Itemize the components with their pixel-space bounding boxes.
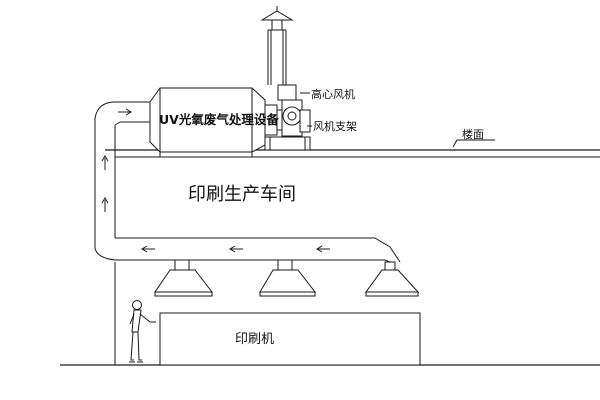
exhaust-hood-3 bbox=[365, 261, 420, 297]
leader-lines bbox=[300, 92, 495, 148]
airflow-arrows bbox=[101, 108, 330, 253]
exhaust-chimney bbox=[260, 6, 294, 85]
centrifugal-fan-label: 高心风机 bbox=[311, 87, 355, 101]
exhaust-hood-2 bbox=[259, 259, 317, 297]
operator-figure bbox=[129, 300, 156, 363]
vertical-duct bbox=[94, 101, 150, 261]
horizontal-duct bbox=[115, 237, 401, 263]
floor-label: 楼面 bbox=[462, 127, 484, 141]
uv-fan-connector bbox=[264, 104, 284, 136]
printing-machine bbox=[159, 312, 421, 366]
fan-bracket bbox=[264, 136, 311, 151]
fan-bracket-label: 风机支架 bbox=[313, 119, 357, 133]
exhaust-hood-1 bbox=[154, 259, 214, 297]
printer-label: 印刷机 bbox=[235, 332, 274, 347]
workshop-label: 印刷生产车间 bbox=[188, 184, 296, 205]
centrifugal-fan bbox=[277, 84, 311, 137]
uv-device-label: UV光氧废气处理设备 bbox=[159, 112, 279, 127]
